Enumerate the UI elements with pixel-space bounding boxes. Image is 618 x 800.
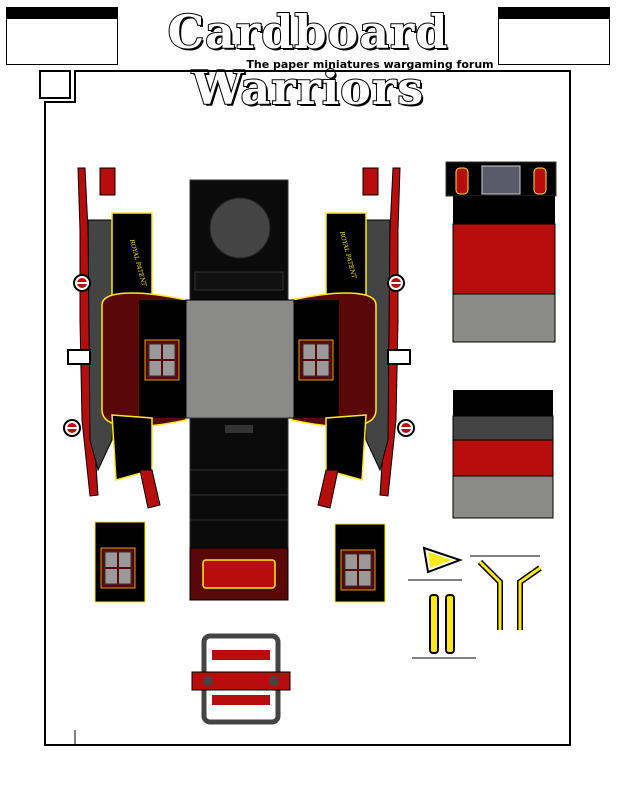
site-tagline: The paper miniatures wargaming forum: [246, 58, 494, 71]
page-frame: [39, 70, 571, 746]
left-side-panel: ROYAL PATENT: [63, 167, 187, 509]
right-side-panel: [291, 167, 415, 509]
right-window-piece: [334, 523, 386, 603]
rear-panel: [452, 390, 554, 519]
central-body-strip: [185, 179, 295, 601]
site-logo: Cardboard Warriors: [167, 4, 449, 116]
front-panel: [445, 161, 557, 343]
header-right-box: [498, 7, 610, 65]
header-left-box: [6, 7, 118, 65]
left-window-piece: [94, 521, 146, 603]
luggage-rack: [191, 633, 291, 725]
bracket-pieces: [408, 546, 542, 659]
